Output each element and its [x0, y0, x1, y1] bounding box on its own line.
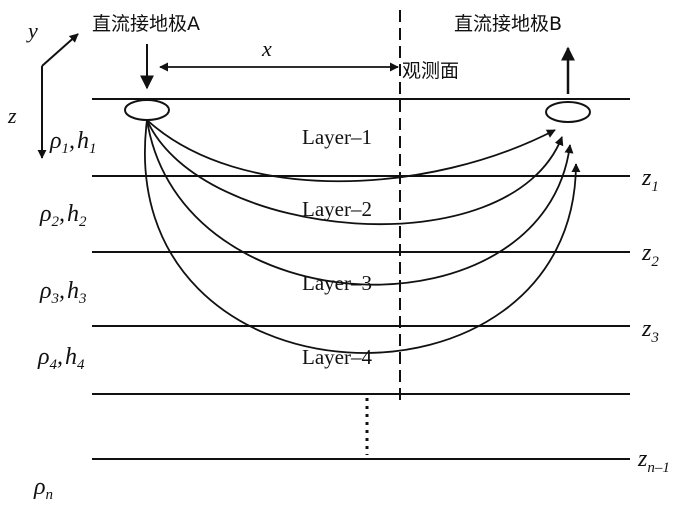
depth-z3-label: z3: [641, 316, 659, 346]
current-path-layer-2: [146, 119, 564, 226]
depth-zn-1-label: zn–1: [637, 446, 670, 476]
electrode-a-label: 直流接地极A: [92, 13, 200, 35]
layer-1-params: ρ1,h1: [49, 128, 97, 157]
svg-text:ρ1,h1: ρ1,h1: [49, 128, 97, 157]
electrode-b-label: 直流接地极B: [454, 13, 562, 35]
y-axis-arrow: [41, 33, 79, 67]
bottom-layer-params: ρn: [33, 474, 53, 503]
svg-text:ρn: ρn: [33, 474, 53, 503]
layer-2-params: ρ2,h2: [39, 201, 87, 230]
layer-4-label: Layer–4: [302, 345, 372, 369]
layer-1-label: Layer–1: [302, 125, 372, 149]
svg-text:ρ3,h3: ρ3,h3: [39, 278, 87, 307]
electrode-a: [124, 99, 170, 121]
depth-z2-label: z2: [641, 240, 659, 270]
depth-z1-label: z1: [641, 165, 659, 195]
current-path-layer-4: [144, 119, 581, 354]
layer-2-label: Layer–2: [302, 197, 372, 221]
layer-4-params: ρ4,h4: [37, 344, 85, 373]
layer-3-label: Layer–3: [302, 271, 372, 295]
electrode-b: [545, 101, 591, 123]
y-axis-label: y: [26, 18, 38, 43]
observation-plane-label: 观测面: [402, 60, 459, 82]
z-axis-label: z: [7, 103, 17, 128]
svg-text:ρ4,h4: ρ4,h4: [37, 344, 85, 373]
current-path-layer-1: [146, 119, 556, 183]
svg-text:ρ2,h2: ρ2,h2: [39, 201, 87, 230]
current-path-layer-3: [146, 119, 574, 286]
layer-3-params: ρ3,h3: [39, 278, 87, 307]
x-distance-label: x: [261, 36, 272, 61]
